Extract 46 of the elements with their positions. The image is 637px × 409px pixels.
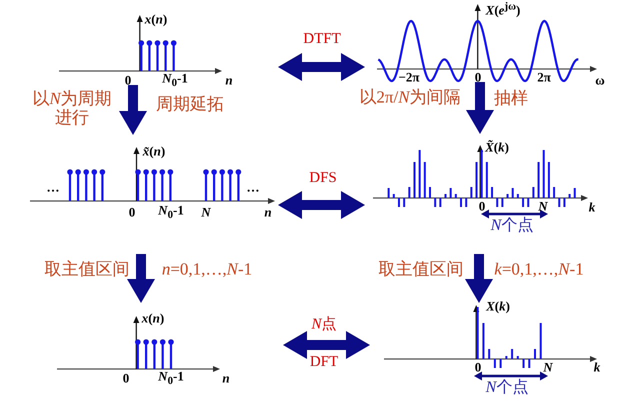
range-label: N个点 [486, 380, 528, 396]
axis-label: ω [595, 74, 605, 86]
annotation-text: 以2π/N为间隔 [359, 87, 461, 107]
axis-label: x(n) [144, 12, 168, 26]
tick-label: N [543, 360, 553, 374]
tick-label: N$_{0}$-1 [158, 203, 184, 221]
tick-label: 0 [122, 372, 130, 384]
ellipsis-text: … [246, 180, 260, 194]
double-arrow [283, 331, 370, 359]
annotation-text: 周期延拓 [156, 94, 224, 114]
axis-label: x(n) [142, 312, 164, 324]
axis-label: n [264, 206, 272, 218]
tick-label: 0 [128, 206, 136, 218]
arrow [127, 254, 155, 303]
tick-label: −2π [398, 70, 420, 84]
tick-label: 0 [474, 70, 482, 84]
tick-label: N [201, 206, 211, 218]
tick-label: 0 [478, 200, 486, 212]
ellipsis-text: … [46, 180, 60, 194]
axis-label: n [222, 372, 230, 384]
axis-label: k [594, 360, 600, 374]
tick-label: 0 [124, 74, 132, 86]
tick-label: 2π [537, 70, 551, 84]
tick-label: N$_{0}$-1 [162, 71, 188, 89]
range-label: N个点 [490, 218, 534, 234]
annotation-text: 抽样 [494, 88, 528, 108]
double-arrow [278, 53, 365, 81]
double-arrow [278, 191, 365, 219]
annotation-text: 以N为周期进行 [31, 88, 113, 128]
index-range-text: n=0,1,…,N-1 [162, 259, 252, 279]
axis-label: k [588, 200, 596, 214]
annotation-text: 取主值区间 [44, 259, 130, 279]
axis-label: x̃(n) [142, 144, 166, 158]
axis-label: X(e$^{jω}$) [486, 1, 520, 17]
axis-label: X̃(k) [485, 140, 509, 154]
axis-label: n [225, 74, 233, 86]
axis-label: X(k) [486, 300, 510, 312]
arrow [119, 85, 147, 135]
arrow [465, 254, 493, 303]
tick-label: 0 [474, 360, 482, 374]
arrow [466, 82, 494, 134]
tick-label: N$_{0}$-1 [158, 369, 184, 387]
annotation-text: N点 [312, 316, 336, 334]
index-range-text: k=0,1,…,N-1 [494, 259, 584, 279]
annotation-text: 取主值区间 [378, 259, 464, 279]
tick-label: N [538, 200, 548, 212]
